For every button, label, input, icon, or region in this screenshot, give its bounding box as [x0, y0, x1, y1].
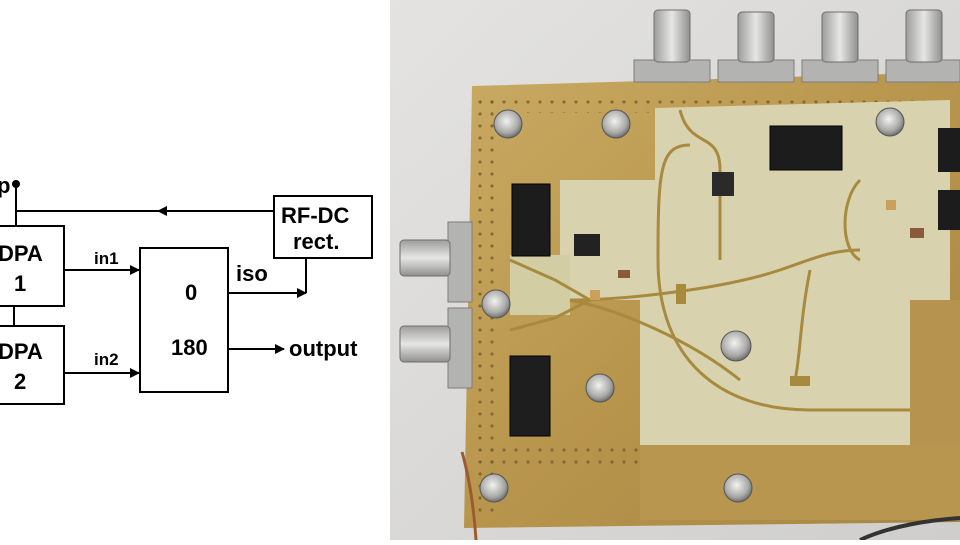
dpa2-label-line2: 2	[14, 369, 26, 394]
black-components	[509, 125, 960, 437]
block-diagram-svg: DPA 1 DPA 2 p RF-DC rect. 0 180 in1	[0, 173, 373, 405]
rfdc-label-line1: RF-DC	[281, 203, 350, 228]
ground-island-bottom	[640, 445, 960, 520]
pcb-photo	[390, 0, 960, 540]
pcb-photo-svg	[390, 0, 960, 540]
dpa1-block	[0, 225, 65, 307]
rfdc-label-line2: rect.	[293, 229, 339, 254]
supply-label: p	[0, 173, 10, 198]
dpa2-label-line1: DPA	[0, 339, 43, 364]
in1-label: in1	[94, 249, 119, 268]
output-label: output	[289, 336, 358, 361]
mounting-screws	[479, 107, 905, 503]
sma-connectors-left	[399, 221, 473, 389]
substrate-area-main	[560, 100, 950, 445]
rfdc-rectifier-block	[273, 195, 373, 259]
grey-cable	[859, 516, 960, 540]
dpa2-block	[0, 325, 65, 405]
dpa1-label-line2: 1	[14, 271, 26, 296]
rf-traces	[509, 109, 910, 412]
iso-label: iso	[236, 261, 268, 286]
in2-label: in2	[94, 350, 119, 369]
ground-island-right	[910, 300, 960, 450]
coupler-port-0: 0	[185, 280, 197, 305]
dpa1-label-line1: DPA	[0, 241, 43, 266]
coupler-port-180: 180	[171, 335, 208, 360]
hybrid-coupler-block	[139, 247, 229, 393]
smd-components	[590, 200, 924, 386]
block-diagram: DPA 1 DPA 2 p RF-DC rect. 0 180 in1	[0, 0, 390, 540]
sma-connectors-top	[633, 9, 960, 83]
copper-wire	[460, 451, 478, 540]
